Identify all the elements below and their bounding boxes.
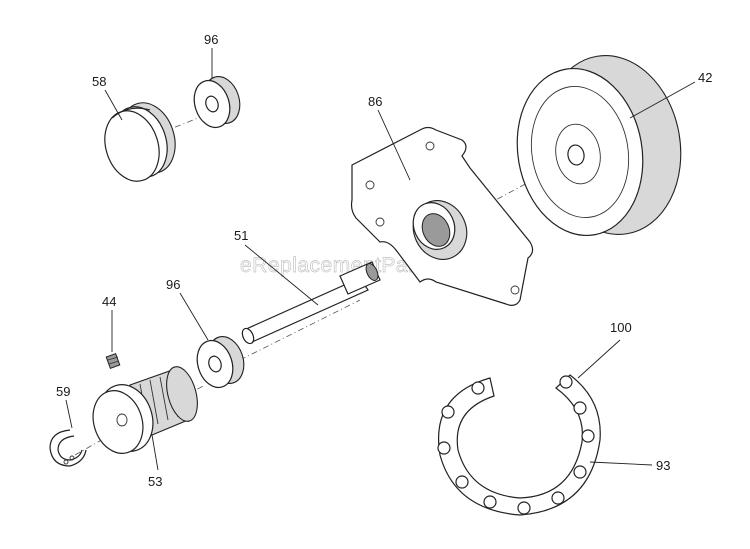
part-96-top-bearing (193, 76, 241, 129)
part-42-wheel (516, 55, 682, 237)
part-96-mid-bearing (196, 336, 245, 389)
part-labels: 96 58 86 42 51 96 44 100 59 53 93 (56, 32, 712, 489)
label-51: 51 (234, 228, 248, 243)
label-42: 42 (698, 70, 712, 85)
label-100: 100 (610, 320, 632, 335)
leader-lines (65, 48, 696, 471)
ring-tabs (437, 375, 595, 515)
label-44: 44 (102, 294, 116, 309)
part-58-end-cap (104, 102, 176, 182)
part-59-retaining-ring (49, 429, 87, 467)
label-86: 86 (368, 94, 382, 109)
part-93-split-ring (437, 374, 601, 516)
part-44-set-screw (105, 353, 121, 369)
label-96-mid: 96 (166, 277, 180, 292)
label-59: 59 (56, 384, 70, 399)
label-58: 58 (92, 74, 106, 89)
label-96-top: 96 (204, 32, 218, 47)
part-51-axle-shaft (241, 261, 381, 345)
part-53-pulley-gear (92, 366, 198, 454)
label-53: 53 (148, 474, 162, 489)
label-93: 93 (656, 458, 670, 473)
part-86-bracket-plate (350, 126, 534, 306)
